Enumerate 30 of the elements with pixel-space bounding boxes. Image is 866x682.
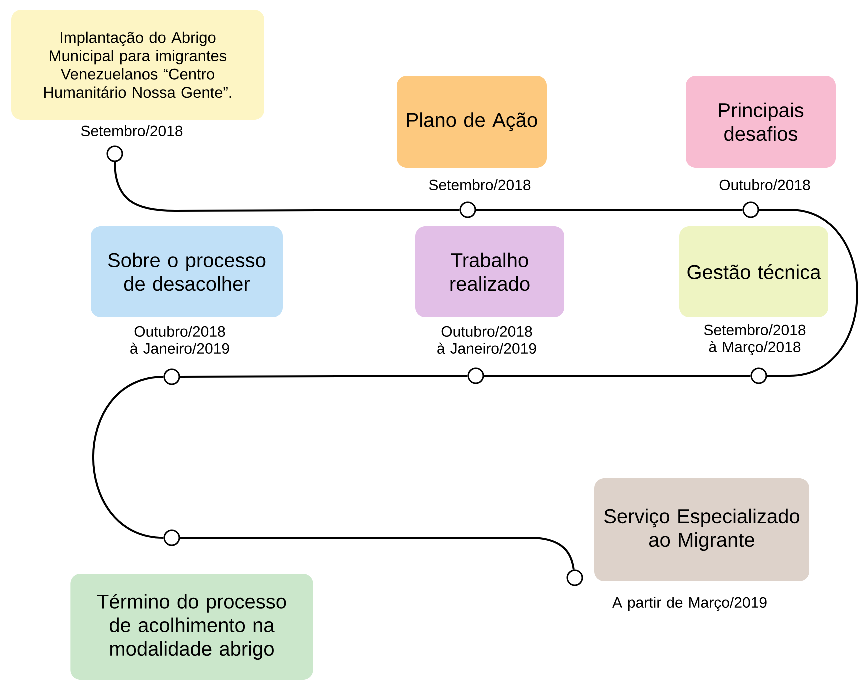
- date-label: Setembro/2018: [81, 126, 183, 136]
- timeline-line: [114, 162, 460, 212]
- timeline-line: [484, 375, 751, 377]
- timeline-dot: [164, 530, 180, 546]
- timeline-dot: [164, 368, 180, 386]
- timeline-box: Principais desafios: [686, 76, 836, 168]
- timeline-dot: [566, 570, 584, 586]
- timeline-line: [92, 376, 164, 539]
- timeline-dot: [750, 368, 768, 384]
- timeline-box: Gestão técnica: [680, 226, 829, 318]
- date-label: Setembro/2018 à Março/2018: [704, 324, 806, 356]
- timeline-dot: [460, 202, 476, 218]
- timeline-line: [180, 375, 468, 378]
- timeline-line: [759, 209, 858, 377]
- timeline-line: [180, 537, 575, 570]
- timeline-dot: [468, 368, 484, 384]
- timeline-box: Término do processo de acolhimento na modalidade abrigo: [70, 574, 314, 680]
- date-label: Setembro/2018: [429, 180, 531, 190]
- date-label: A partir de Março/2019: [612, 596, 767, 612]
- timeline-box: Implantação do Abrigo Municipal para imigrantes Venezuelanos “Centro Humanitário Nossa Gente”.: [12, 10, 264, 120]
- timeline-line: [476, 209, 743, 211]
- timeline-box: Sobre o processo de desacolher: [91, 226, 283, 318]
- timeline-dot: [742, 202, 760, 218]
- date-label: Outubro/2018 à Janeiro/2019: [438, 326, 536, 354]
- timeline-dot: [106, 146, 124, 162]
- date-label: Outubro/2018: [720, 180, 810, 190]
- date-label: Outubro/2018 à Janeiro/2019: [130, 326, 230, 354]
- timeline-box: Trabalho realizado: [416, 226, 564, 318]
- timeline-box: Plano de Ação: [397, 76, 547, 168]
- timeline-box: Serviço Especializado ao Migrante: [594, 478, 810, 582]
